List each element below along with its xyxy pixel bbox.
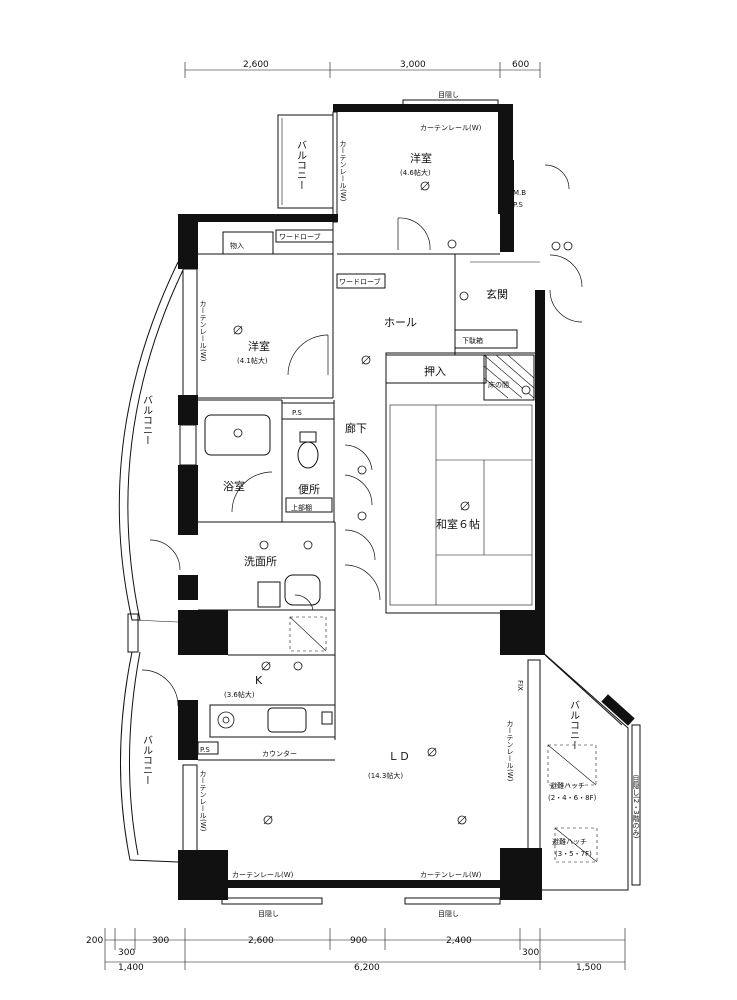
doors — [141, 164, 583, 707]
wardrobe-2-label: ワードローブ — [339, 277, 381, 286]
dim-top-3000: 3,000 — [400, 60, 426, 70]
dim-bottom-2600: 2,600 — [248, 936, 274, 946]
north-balcony: バルコニー — [277, 114, 334, 209]
room-labels: 洋室 (4.6帖大) 洋室 (4.1帖大) ホール 玄関 下駄箱 押入 床の間 … — [200, 151, 526, 780]
dim-bottom-200: 200 — [86, 936, 103, 946]
hatch-1-floors: (2・4・6・8F) — [548, 794, 597, 802]
mbps-label: M.B — [513, 189, 526, 197]
light-symbols — [233, 181, 573, 825]
room-hall: ホール — [384, 316, 417, 329]
ps-2-label: P.S — [200, 746, 210, 754]
top-dimensions: 2,600 3,000 600 — [184, 60, 541, 78]
room-entrance: 玄関 — [486, 287, 508, 301]
room-corridor: 廊下 — [345, 421, 367, 435]
upper-cabinet-label: 上部棚 — [291, 503, 312, 512]
bottom-screens: 目隠し 目隠し — [221, 897, 501, 918]
room-western-north: 洋室 — [410, 151, 432, 165]
outer-walls — [178, 104, 545, 900]
dim-bottom-6200: 6,200 — [354, 963, 380, 973]
curtain-rail-v4: カーテンレール(W) — [506, 720, 514, 782]
fixtures — [204, 414, 333, 733]
oshiire-label: 押入 — [424, 364, 446, 378]
room-ld-size: (14.3帖大) — [368, 771, 403, 780]
dim-bottom-2400: 2,400 — [446, 936, 472, 946]
dim-bottom-300c: 300 — [522, 948, 539, 958]
balcony-north-label: バルコニー — [295, 140, 307, 190]
curtain-rail-top: カーテンレール(W) — [420, 124, 482, 132]
counter-label: カウンター — [262, 749, 297, 758]
mekakushi-bottom-right: 目隠し — [438, 909, 459, 918]
balcony-west-upper-label: バルコニー — [141, 395, 153, 445]
curtain-rail-bottom-right: カーテンレール(W) — [420, 871, 482, 879]
east-balcony: バルコニー 避難ハッチ (2・4・6・8F) 避難ハッチ (3・5・7F) 目隠… — [539, 649, 641, 891]
curtain-rail-v2: カーテンレール(W) — [199, 300, 207, 362]
west-balcony-upper: バルコニー — [118, 261, 184, 653]
ps-1-label: P.S — [292, 409, 302, 417]
hatch-2-label: 避難ハッチ — [552, 837, 587, 846]
shoe-box-label: 下駄箱 — [462, 336, 483, 345]
dim-bottom-300b: 300 — [152, 936, 169, 946]
curtain-rail-v1: カーテンレール(W) — [339, 140, 347, 202]
room-kitchen: K — [255, 674, 263, 687]
hatch-1-label: 避難ハッチ — [550, 781, 585, 790]
dim-top-600: 600 — [512, 60, 529, 70]
dim-bottom-1500: 1,500 — [576, 963, 602, 973]
room-kitchen-size: (3.6帖大) — [224, 690, 255, 699]
mekakushi-bottom-left: 目隠し — [258, 909, 279, 918]
room-western-west-size: (4.1帖大) — [237, 356, 268, 365]
wardrobe-1-label: ワードローブ — [279, 232, 321, 241]
dim-top-2600: 2,600 — [243, 60, 269, 70]
curtain-rail-bottom-left: カーテンレール(W) — [232, 871, 294, 879]
hatch-2-floors: (3・5・7F) — [555, 850, 592, 858]
dim-bottom-300a: 300 — [118, 948, 135, 958]
balcony-east-label: バルコニー — [568, 700, 580, 750]
storage-label: 物入 — [230, 241, 244, 250]
balcony-west-lower-label: バルコニー — [141, 735, 153, 785]
room-washroom: 洗面所 — [244, 555, 277, 568]
room-ld: ＬＤ — [388, 750, 410, 763]
tokonoma-label: 床の間 — [488, 380, 509, 389]
west-balcony-lower: バルコニー — [119, 651, 179, 863]
mekakushi-top-label: 目隠し — [438, 90, 459, 99]
curtain-rail-v3: カーテンレール(W) — [199, 770, 207, 832]
bottom-dimensions: 200 300 300 2,600 900 2,400 300 1,400 6,… — [86, 928, 626, 973]
room-bath: 浴室 — [223, 479, 245, 493]
dim-bottom-1400: 1,400 — [118, 963, 144, 973]
room-washitsu: 和室６帖 — [436, 517, 480, 531]
curtain-labels: カーテンレール(W) カーテンレール(W) カーテンレール(W) カーテンレール… — [199, 124, 524, 879]
room-western-west: 洋室 — [248, 339, 270, 353]
mbps-label-2: P.S — [513, 201, 523, 209]
room-toilet: 便所 — [298, 483, 320, 496]
screen-note: 目隠し(2・3階のみ) — [632, 775, 640, 839]
room-western-north-size: (4.6帖大) — [400, 168, 431, 177]
dim-bottom-900: 900 — [350, 936, 367, 946]
fix-label: FIX — [516, 680, 524, 691]
interior-walls — [197, 222, 540, 761]
